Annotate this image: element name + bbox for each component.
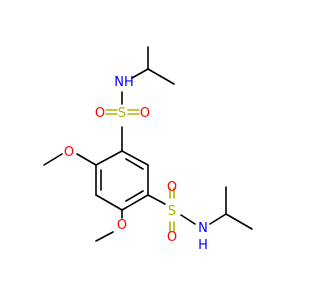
atom-o-methoxy-lower: O: [117, 218, 127, 233]
atom-h-lower: H: [198, 238, 208, 253]
atom-o-lower-bottom: O: [167, 230, 177, 245]
atom-nh-upper: NH: [114, 75, 134, 90]
benzene-ring: [95, 150, 149, 211]
atom-o-upper-right: O: [140, 106, 150, 121]
atom-o-lower-top: O: [167, 180, 177, 195]
atom-o-upper-left: O: [95, 106, 105, 121]
upper-sulfonamide: [105, 46, 175, 152]
atom-n-lower: N: [198, 221, 208, 236]
atom-s-upper: S: [118, 106, 126, 121]
chemical-structure: NH S O O O S O O N H O: [43, 46, 253, 253]
lower-methoxy: [95, 209, 123, 242]
atom-s-lower: S: [168, 204, 176, 219]
atom-o-methoxy-upper: O: [64, 145, 74, 160]
lower-sulfonamide: [147, 186, 253, 233]
upper-methoxy: [43, 153, 97, 166]
